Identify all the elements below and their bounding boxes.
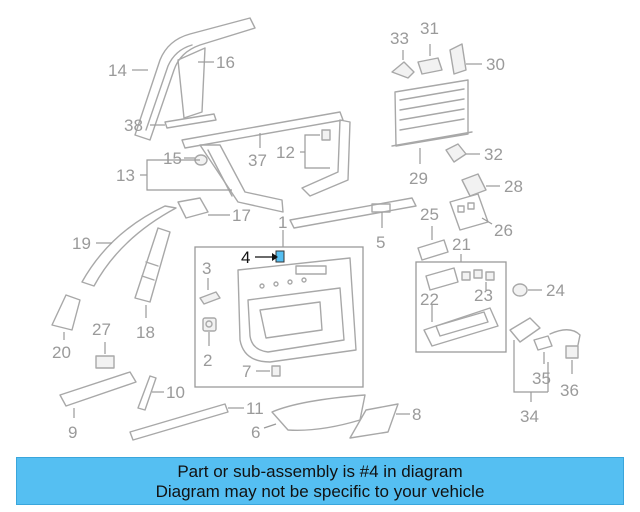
part-11-sill-strip: [129, 403, 229, 441]
part-18-trim: [134, 227, 171, 303]
label-5: 5: [376, 233, 385, 252]
label-34: 34: [520, 407, 539, 426]
label-16: 16: [216, 53, 235, 72]
label-20: 20: [52, 343, 71, 362]
part-26-switch: [449, 193, 489, 231]
label-11: 11: [246, 399, 264, 418]
part-20-cover: [51, 294, 81, 331]
label-32: 32: [484, 145, 503, 164]
part-14-pillar-trim: [134, 17, 256, 141]
part-10-trim: [137, 375, 157, 411]
part-6-pocket: [271, 394, 366, 431]
part-23-switch: [425, 267, 495, 291]
label-1: 1: [278, 213, 287, 232]
part-24-plug: [512, 283, 528, 297]
label-2: 2: [203, 351, 212, 370]
part-17-trim-piece: [177, 197, 209, 219]
label-4: 4: [241, 248, 250, 267]
label-14: 14: [108, 61, 127, 80]
part-7-clip: [271, 365, 281, 377]
label-12: 12: [276, 143, 295, 162]
part-25-bezel: [417, 239, 449, 261]
label-6: 6: [251, 423, 260, 442]
label-18: 18: [136, 323, 155, 342]
part-35-bulb: [533, 335, 553, 351]
part-29-sunshade: [391, 79, 473, 147]
part-3-clip: [199, 291, 221, 305]
label-7: 7: [242, 362, 251, 381]
part-16-pillar-cover: [177, 47, 206, 119]
label-33: 33: [390, 29, 409, 48]
door-panel-box: [194, 246, 364, 388]
parts-diagram: 14 16 38 37 15 13 12 17 19: [51, 17, 581, 442]
part-32-bracket: [445, 143, 467, 163]
label-25: 25: [420, 205, 439, 224]
label-28: 28: [504, 177, 523, 196]
part-28-cover: [461, 173, 487, 197]
label-24: 24: [546, 281, 565, 300]
part-30-bracket: [449, 43, 467, 75]
part-1-door-trim-panel: [237, 257, 357, 363]
label-10: 10: [166, 383, 185, 402]
part-36-harness: [549, 329, 581, 359]
banner-line-2: Diagram may not be specific to your vehi…: [155, 482, 485, 501]
part-5-handle-strip: [289, 197, 417, 229]
part-19-a-pillar: [81, 205, 177, 287]
part-13-pillar-trim: [199, 144, 284, 213]
label-37: 37: [248, 151, 267, 170]
label-21: 21: [452, 235, 471, 254]
part-33-bracket: [391, 61, 415, 79]
label-17: 17: [232, 206, 251, 225]
part-34-lamp-assembly: [509, 317, 541, 343]
label-23: 23: [474, 286, 493, 305]
label-8: 8: [412, 405, 421, 424]
label-22: 22: [420, 290, 439, 309]
banner-line-1: Part or sub-assembly is #4 in diagram: [177, 462, 463, 481]
part-38-strip: [164, 113, 217, 129]
label-29: 29: [409, 169, 428, 188]
label-15: 15: [163, 149, 182, 168]
label-19: 19: [72, 234, 91, 253]
part-8-grille: [349, 403, 399, 439]
part-info-banner: Part or sub-assembly is #4 in diagram Di…: [16, 457, 624, 505]
label-36: 36: [560, 381, 579, 400]
label-13: 13: [116, 166, 135, 185]
part-27-clip: [95, 355, 115, 369]
part-12-pillar-trim: [301, 119, 351, 197]
part-37-roof-strip: [181, 111, 344, 149]
label-35: 35: [532, 369, 551, 388]
label-3: 3: [202, 259, 211, 278]
label-26: 26: [494, 221, 513, 240]
label-9: 9: [68, 423, 77, 442]
label-27: 27: [92, 320, 111, 339]
part-31-bracket: [417, 57, 443, 75]
part-9-sill-plate: [59, 371, 137, 407]
label-38: 38: [124, 116, 143, 135]
part-22-bezel: [423, 307, 499, 347]
part-2-fastener: [202, 317, 217, 332]
label-31: 31: [420, 19, 439, 38]
label-30: 30: [486, 55, 505, 74]
